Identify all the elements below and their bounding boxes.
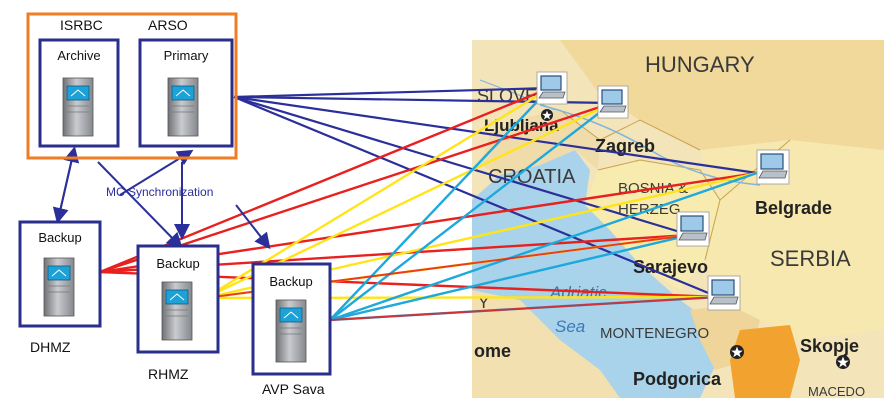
balkans-map: HUNGARY SLOVENIA CROATIA BOSNIA & HERZEG… bbox=[472, 40, 884, 398]
label-sea: Sea bbox=[555, 317, 585, 336]
label-serbia: SERBIA bbox=[770, 246, 851, 271]
link-avp-ljubljana bbox=[329, 87, 551, 321]
server-backup-label: Backup bbox=[269, 274, 312, 289]
site-label-avp: AVP Sava bbox=[262, 381, 325, 397]
server-primary[interactable]: Primary bbox=[138, 38, 234, 148]
link-avp-zagreb bbox=[329, 102, 613, 321]
label-y-fragment: Y bbox=[478, 293, 489, 312]
bosnia-land bbox=[585, 160, 720, 290]
server-primary-label: Primary bbox=[164, 48, 209, 63]
server-tower-icon bbox=[62, 77, 94, 137]
server-backup-rhmz[interactable]: Backup bbox=[136, 244, 220, 354]
italy-land bbox=[472, 290, 620, 398]
city-belgrade: Belgrade bbox=[755, 198, 832, 218]
site-label-rhmz: RHMZ bbox=[148, 366, 189, 382]
sync-arrow bbox=[97, 161, 183, 249]
serbia-land bbox=[700, 140, 884, 340]
label-macedonia-fragment: MACEDO bbox=[808, 384, 865, 398]
label-montenegro: MONTENEGRO bbox=[600, 325, 709, 342]
capital-star-icon bbox=[541, 109, 553, 121]
server-backup-avp[interactable]: Backup bbox=[251, 262, 332, 376]
city-rome: ome bbox=[474, 341, 511, 361]
sync-arrow bbox=[235, 204, 271, 250]
capital-star-icon bbox=[836, 355, 850, 369]
border-line bbox=[559, 109, 701, 151]
link-avp-belgrade bbox=[329, 171, 758, 322]
server-tower-icon bbox=[275, 299, 307, 363]
laptop-icon[interactable] bbox=[756, 149, 790, 185]
laptop-icon[interactable] bbox=[707, 275, 741, 311]
link-primary-ljubljana bbox=[233, 86, 551, 99]
link-primary-sarajevo bbox=[233, 95, 691, 237]
org-isrbc: ISRBC bbox=[60, 17, 103, 33]
link-avp-sarajevo bbox=[329, 233, 691, 322]
server-backup-label: Backup bbox=[156, 256, 199, 271]
sync-label: MC Synchronization bbox=[106, 185, 213, 199]
city-sarajevo: Sarajevo bbox=[633, 257, 708, 277]
city-skopje: Skopje bbox=[800, 336, 859, 356]
river bbox=[479, 79, 556, 111]
org-arso: ARSO bbox=[148, 17, 188, 33]
primary-site-frame bbox=[26, 12, 238, 160]
link-primary-podgorica bbox=[233, 95, 719, 299]
border-line bbox=[597, 159, 721, 261]
laptop-nodes bbox=[536, 71, 790, 311]
link-avp-podgorica-red bbox=[329, 296, 719, 321]
link-primary-belgrade bbox=[233, 95, 758, 175]
sync-arrow bbox=[57, 146, 80, 221]
label-hungary: HUNGARY bbox=[645, 52, 755, 77]
server-tower-icon bbox=[161, 281, 193, 341]
laptop-icon[interactable] bbox=[597, 85, 629, 119]
server-tower-icon bbox=[43, 257, 75, 317]
city-ljubljana: Ljubljana bbox=[484, 116, 559, 135]
macedonia-land bbox=[730, 325, 800, 398]
capital-star-icon bbox=[730, 345, 744, 359]
server-archive[interactable]: Archive bbox=[38, 38, 120, 148]
city-podgorica: Podgorica bbox=[633, 369, 722, 389]
server-backup-label: Backup bbox=[38, 230, 81, 245]
laptop-icon[interactable] bbox=[536, 71, 568, 105]
server-archive-label: Archive bbox=[57, 48, 100, 63]
link-dhmz-zagreb bbox=[99, 101, 613, 274]
laptop-icon[interactable] bbox=[676, 211, 710, 247]
site-label-dhmz: DHMZ bbox=[30, 339, 71, 355]
server-tower-icon bbox=[167, 77, 199, 137]
hungary-land bbox=[560, 40, 884, 150]
server-backup-dhmz[interactable]: Backup bbox=[18, 220, 102, 328]
